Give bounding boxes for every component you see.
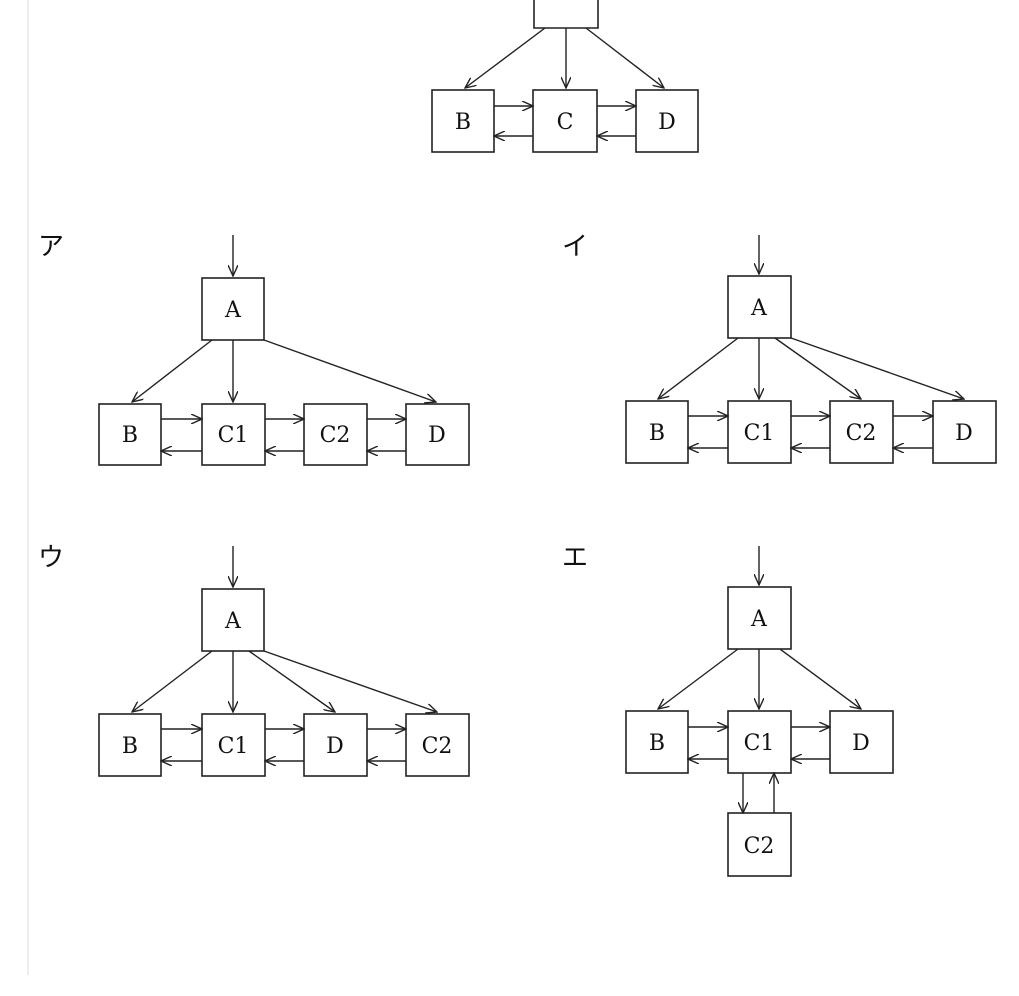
option-a-arrow-a-b [132, 339, 213, 402]
option-i-arrow-a-b [658, 337, 739, 399]
option-u-arrow-a-d [248, 650, 335, 712]
option-a-node-d-label: D [428, 423, 446, 448]
top-node-b-label: B [455, 110, 471, 135]
option-u: ウ A B C1 D C2 [38, 543, 470, 777]
option-e: エ A B C1 D C2 [562, 543, 894, 877]
option-a-node-b [98, 403, 162, 466]
option-u-node-c2-label: C2 [422, 734, 453, 759]
option-a-arrow-a-d [263, 339, 436, 402]
top-diagram: B C D [431, 0, 699, 153]
option-e-node-c2-label: C2 [744, 834, 775, 859]
option-a-node-b-label: B [122, 423, 138, 448]
top-arrow-a-b [465, 27, 546, 88]
option-i-node-c1-label: C1 [744, 421, 775, 446]
option-a-node-c2-label: C2 [320, 423, 351, 448]
option-u-node-d [303, 713, 368, 777]
option-i-node-a-label: A [750, 296, 768, 321]
option-i-arrow-a-d [790, 337, 964, 399]
option-u-label: ウ [38, 543, 64, 573]
option-i-node-d-label: D [955, 421, 973, 446]
option-a-node-d [405, 403, 470, 466]
option-u-node-a [201, 588, 265, 652]
option-e-node-d [829, 710, 894, 774]
option-a: ア A B C1 C2 D [38, 232, 470, 466]
option-a-label: ア [38, 232, 64, 262]
option-a-node-c2 [303, 403, 368, 466]
top-node-a-cutoff [533, 0, 599, 29]
top-node-d [635, 89, 699, 153]
option-i-node-a [727, 275, 792, 339]
option-u-arrow-a-c2 [263, 650, 437, 712]
option-e-node-d-label: D [852, 731, 870, 756]
option-u-node-c1-label: C1 [218, 734, 249, 759]
top-node-c [532, 89, 598, 153]
option-i-node-c1 [727, 400, 792, 464]
option-i-node-d [932, 400, 997, 464]
option-e-node-b-label: B [649, 731, 665, 756]
option-a-node-a-label: A [224, 298, 242, 323]
top-node-d-label: D [658, 110, 676, 135]
option-e-arrow-a-b [658, 648, 739, 709]
option-u-node-b [98, 713, 162, 777]
option-e-arrow-a-d [779, 648, 861, 709]
option-u-node-c1 [201, 713, 266, 777]
option-e-node-b [625, 710, 689, 774]
option-i-node-b-label: B [649, 421, 665, 446]
option-e-node-c1-label: C1 [744, 731, 775, 756]
option-e-node-c2 [727, 812, 792, 877]
option-i-node-c2 [829, 400, 894, 464]
option-i-node-b [625, 400, 689, 464]
top-arrow-a-d [585, 27, 664, 88]
top-node-c-label: C [557, 110, 574, 135]
option-a-node-c1-label: C1 [218, 423, 249, 448]
option-e-node-a-label: A [750, 607, 768, 632]
option-u-node-c2 [405, 713, 470, 777]
option-u-node-b-label: B [122, 734, 138, 759]
option-u-node-a-label: A [224, 609, 242, 634]
option-e-node-a [727, 586, 792, 650]
option-u-arrow-a-b [132, 650, 213, 712]
option-e-node-c1 [727, 710, 792, 774]
option-a-node-c1 [201, 403, 266, 466]
option-i: イ A B C1 C2 D [562, 232, 997, 464]
option-e-label: エ [562, 543, 588, 573]
option-i-label: イ [562, 232, 588, 262]
option-i-arrow-a-c2 [774, 337, 861, 399]
option-u-node-d-label: D [326, 734, 344, 759]
option-i-node-c2-label: C2 [846, 421, 877, 446]
top-node-b [431, 89, 495, 153]
